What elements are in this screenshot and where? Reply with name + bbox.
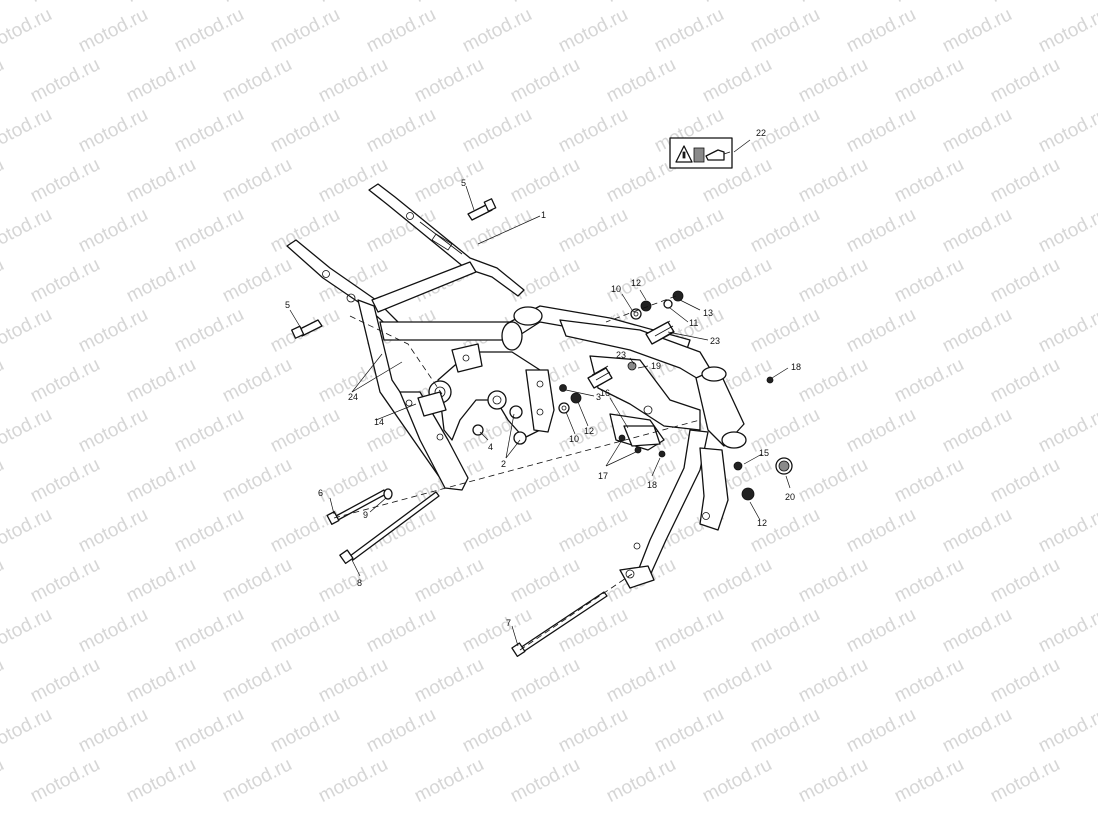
spacer-2a [513,431,527,445]
callout-5-lower: 5 [285,300,290,310]
cross-tube [371,261,477,313]
spacer-9 [383,488,393,500]
callout-6: 6 [318,488,323,498]
rear-rail-lower [286,239,399,331]
screw-17a [618,434,626,442]
callout-10-top: 10 [611,284,621,294]
right-lower-bracket [699,447,729,531]
callout-13: 13 [703,308,713,318]
nut-12-right [741,487,755,501]
callout-10-mid: 10 [569,434,579,444]
callout-1: 1 [541,210,546,220]
warning-label-22 [669,137,733,169]
front-lower-mount [619,565,655,589]
callout-12-top: 12 [631,278,641,288]
nut-19 [627,361,637,371]
nut-12-mid [570,392,582,404]
nut-15 [733,461,743,471]
callout-7: 7 [506,618,511,628]
bolt-5-lower [291,319,323,339]
bolt-5-upper [467,198,497,221]
right-gusset [589,355,701,431]
nut-13 [672,290,684,302]
callout-15: 15 [759,448,769,458]
callout-20: 20 [785,492,795,502]
main-frame [286,183,747,589]
rubber-pad-11 [645,320,675,345]
callout-4: 4 [488,442,493,452]
callout-22: 22 [756,128,766,138]
rubber-pad-23 [587,365,613,389]
callout-8: 8 [357,578,362,588]
callout-12-mid: 12 [584,426,594,436]
bolt-8 [339,491,440,565]
washer-11 [663,299,673,309]
callout-16: 16 [600,388,610,398]
spacer-2b [509,405,523,419]
nut-18-right [766,376,774,384]
callout-17: 17 [598,471,608,481]
oil-can-icon [705,149,725,161]
callout-19: 19 [651,361,661,371]
bolt-6 [326,489,387,525]
callout-14: 14 [374,417,384,427]
callout-23-right: 23 [710,336,720,346]
callout-2: 2 [501,459,506,469]
manual-book-icon [693,147,705,163]
nut-12-top [640,300,652,312]
bracket-14 [417,391,447,417]
callout-18-mid: 18 [647,480,657,490]
screw-17b [634,446,642,454]
callout-3: 3 [596,392,601,402]
callout-23-mid: 23 [616,350,626,360]
callout-11: 11 [689,318,698,328]
screw-18-mid [658,450,666,458]
callout-9: 9 [363,510,368,520]
right-down-tube [635,429,709,581]
callout-18-right: 18 [791,362,801,372]
callout-5-upper: 5 [461,178,466,188]
bolt-7 [511,591,608,658]
nut-3 [559,384,567,392]
rear-rail-upper [368,183,525,297]
callout-24: 24 [348,392,358,402]
washer-10-mid [558,402,570,414]
callout-12-right: 12 [757,518,767,528]
